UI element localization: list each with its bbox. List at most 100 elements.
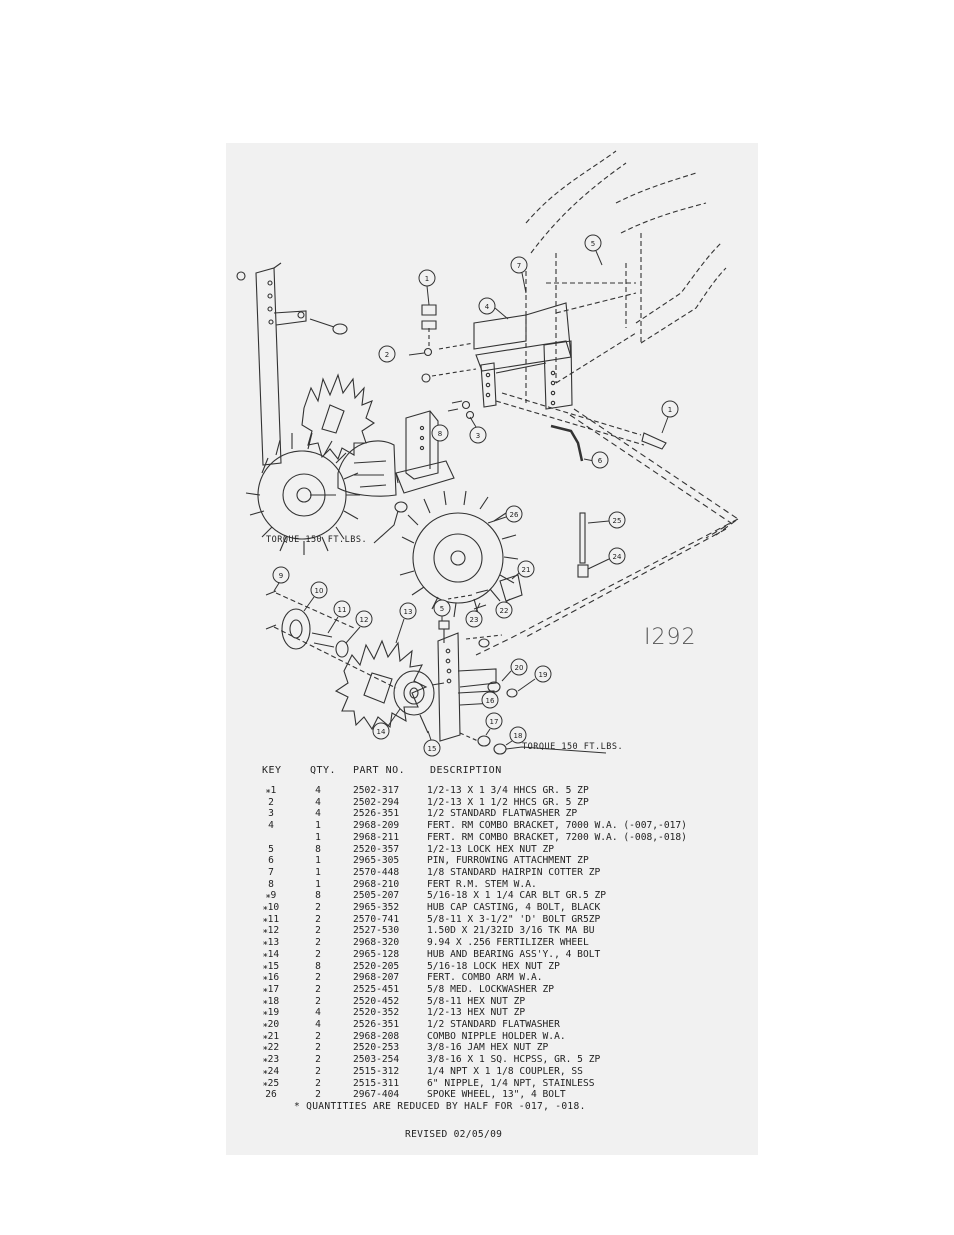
part-no-cell: 2968-208: [353, 1030, 400, 1042]
frame-outline: [525, 150, 727, 403]
key-cell: ⁎18: [262, 995, 280, 1007]
torque-leaders: [373, 510, 607, 754]
part-no-cell: 2968-207: [353, 972, 400, 984]
pin-and-bolts-right: [495, 392, 667, 462]
qty-cell: 1: [315, 878, 321, 890]
qty-cell: 2: [315, 1030, 321, 1042]
svg-text:26: 26: [510, 511, 519, 519]
qty-cell: 2: [315, 995, 321, 1007]
svg-text:2: 2: [385, 351, 389, 359]
part-no-cell: 2520-452: [353, 995, 400, 1007]
key-cell: ⁎20: [262, 1019, 280, 1030]
part-no-cell: 2505-207: [353, 890, 400, 902]
description-cell: 5/8-11 HEX NUT ZP: [427, 995, 526, 1007]
callout-12: 12: [345, 610, 373, 644]
svg-text:1: 1: [425, 275, 429, 283]
part-no-cell: 2967-404: [353, 1089, 400, 1101]
main-bracket: [473, 302, 573, 410]
svg-text:11: 11: [338, 606, 347, 614]
svg-text:1: 1: [668, 406, 672, 414]
callout-9: 9: [272, 566, 290, 592]
key-cell: ⁎23: [262, 1054, 280, 1066]
callout-20: 20: [501, 658, 528, 682]
description-cell: 1/8 STANDARD HAIRPIN COTTER ZP: [427, 866, 601, 878]
svg-text:25: 25: [613, 517, 622, 525]
qty-cell: 1: [315, 820, 321, 832]
key-cell: ⁎1: [265, 785, 277, 796]
header-part-no: PART NO.: [353, 765, 406, 776]
callout-2: 2: [378, 345, 396, 363]
part-no-cell: 2526-351: [353, 1019, 400, 1030]
key-cell: ⁎24: [262, 1065, 280, 1077]
qty-cell: 2: [315, 1054, 321, 1066]
part-no-cell: 2965-128: [353, 948, 400, 960]
callout-11: 11: [327, 600, 351, 634]
part-no-cell: 2527-530: [353, 925, 400, 937]
description-cell: 1.50D X 21/32ID 3/16 TK MA BU: [427, 925, 595, 937]
qty-cell: 4: [315, 808, 321, 820]
part-no-cell: 2520-352: [353, 1007, 400, 1019]
callouts: 1 2 7 4 5 8 3 1 6 26 25 24 9 10 11 12 13…: [272, 234, 679, 757]
part-no-cell: 2515-312: [353, 1065, 400, 1077]
qty-cell: 4: [315, 1007, 321, 1019]
qty-cell: 4: [315, 1019, 321, 1030]
callout-7: 7: [510, 256, 528, 294]
fertilizer-wheel: [334, 639, 428, 731]
description-cell: 1/2 STANDARD FLATWASHER: [427, 1019, 560, 1030]
revised-date: REVISED 02/05/09: [405, 1129, 503, 1140]
svg-text:5: 5: [440, 605, 444, 613]
description-cell: FERT. RM COMBO BRACKET, 7000 W.A. (-007,…: [427, 820, 687, 832]
svg-text:8: 8: [438, 430, 442, 438]
description-cell: 5/8-11 X 3-1/2" 'D' BOLT GR5ZP: [427, 913, 601, 925]
key-cell: 8: [268, 878, 274, 890]
description-cell: 1/2-13 X 1 1/2 HHCS GR. 5 ZP: [427, 796, 589, 808]
callout-5-mid: 5: [433, 599, 451, 621]
qty-cell: 1: [315, 855, 321, 867]
callout-16: 16: [481, 691, 499, 709]
description-cell: COMBO NIPPLE HOLDER W.A.: [427, 1030, 566, 1042]
qty-cell: 2: [315, 983, 321, 995]
key-cell: 26: [265, 1089, 277, 1101]
part-no-cell: 2520-205: [353, 960, 400, 972]
part-no-cell: 2968-209: [353, 820, 400, 832]
qty-cell: 2: [315, 902, 321, 913]
fasteners-top: [408, 304, 477, 420]
description-cell: PIN, FURROWING ATTACHMENT ZP: [427, 855, 589, 867]
table-row: ⁎20 4 2526-351 1/2 STANDARD FLATWASHER: [256, 1019, 756, 1031]
callout-17: 17: [485, 712, 503, 736]
torque-label-upper: TORQUE 150 FT.LBS.: [266, 535, 368, 545]
part-no-cell: 2502-317: [353, 785, 400, 796]
callout-14: 14: [372, 708, 401, 740]
key-cell: ⁎22: [262, 1042, 280, 1054]
hub-assembly: [265, 590, 397, 689]
part-no-cell: 2968-320: [353, 937, 400, 949]
qty-cell: 1: [315, 866, 321, 878]
part-no-cell: 2503-254: [353, 1054, 400, 1066]
qty-cell: 2: [315, 925, 321, 937]
callout-13: 13: [395, 602, 417, 644]
callout-6: 6: [591, 451, 609, 469]
key-cell: ⁎16: [262, 972, 280, 984]
qty-cell: 8: [315, 843, 321, 855]
svg-text:15: 15: [428, 745, 437, 753]
description-cell: SPOKE WHEEL, 13", 4 BOLT: [427, 1089, 566, 1101]
key-cell: 7: [268, 866, 274, 878]
qty-cell: 2: [315, 1042, 321, 1054]
parts-sheet: 1 2 7 4 5 8 3 1 6 26 25 24 9 10 11 12 13…: [226, 143, 758, 1155]
qty-cell: 2: [315, 1089, 321, 1101]
key-cell: ⁎19: [262, 1007, 280, 1019]
callout-19: 19: [517, 665, 552, 692]
callout-22: 22: [495, 598, 513, 619]
part-no-cell: 2520-357: [353, 843, 400, 855]
description-cell: FERT. COMBO ARM W.A.: [427, 972, 543, 984]
part-no-cell: 2502-294: [353, 796, 400, 808]
description-cell: HUB AND BEARING ASS'Y., 4 BOLT: [427, 948, 601, 960]
